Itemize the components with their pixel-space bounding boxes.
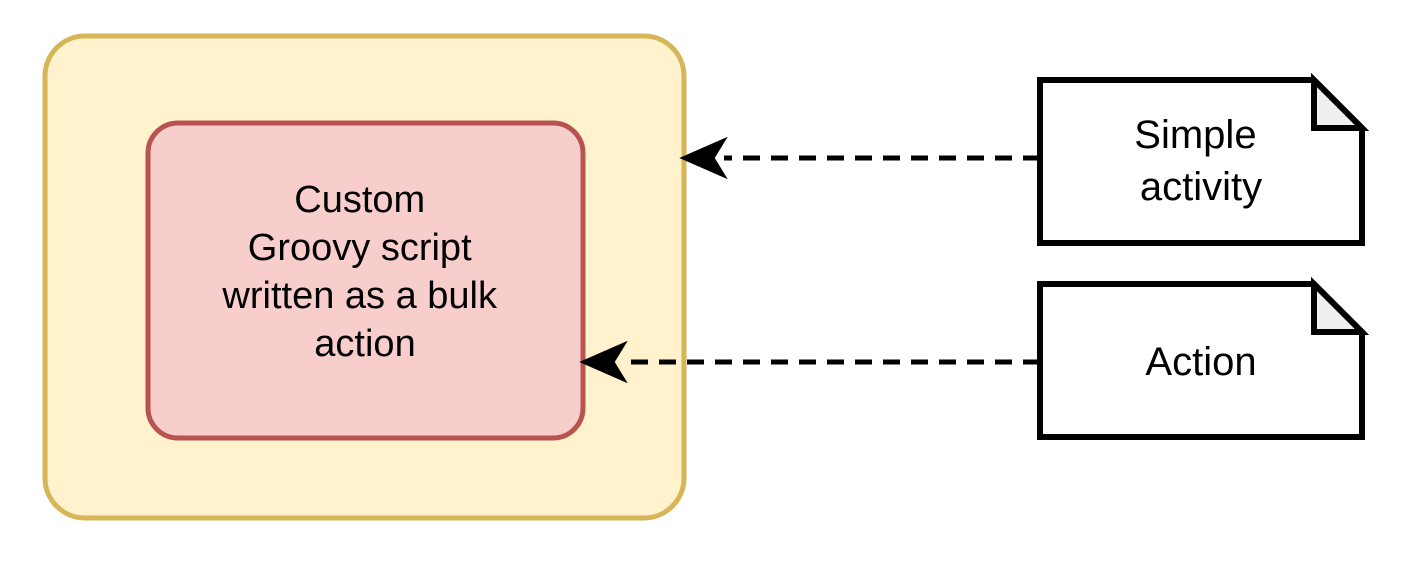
note-action[interactable]: Action	[1037, 276, 1370, 440]
script-box-line-1: Custom	[294, 179, 425, 221]
connector-simple-activity-to-container[interactable]	[679, 136, 1040, 180]
note-action-fold-icon	[1311, 276, 1370, 335]
script-box-line-4: action	[314, 323, 415, 365]
note-action-shape[interactable]	[1037, 281, 1365, 440]
note-simple-activity[interactable]: Simple activity	[1037, 72, 1370, 246]
script-box-line-3: written as a bulk	[221, 275, 498, 317]
note-action-line-1: Action	[1145, 340, 1256, 384]
connector-1-arrowhead-icon	[679, 136, 728, 180]
note-simple-activity-fold-icon	[1311, 72, 1370, 131]
custom-groovy-script-box-shape[interactable]	[145, 120, 586, 441]
note-action-label: Action	[1145, 340, 1256, 384]
connector-action-to-script-box[interactable]	[579, 340, 1040, 384]
note-simple-activity-label: Simple activity	[1134, 113, 1267, 209]
connector-2-arrowhead-icon	[579, 340, 628, 384]
custom-groovy-script-box-label: Custom Groovy script written as a bulk a…	[221, 179, 507, 365]
note-simple-activity-line-2: activity	[1140, 165, 1262, 209]
script-box-line-2: Groovy script	[248, 227, 472, 269]
note-simple-activity-shape[interactable]	[1037, 77, 1365, 246]
custom-groovy-script-box[interactable]: Custom Groovy script written as a bulk a…	[145, 120, 586, 441]
note-simple-activity-line-1: Simple	[1134, 113, 1256, 157]
